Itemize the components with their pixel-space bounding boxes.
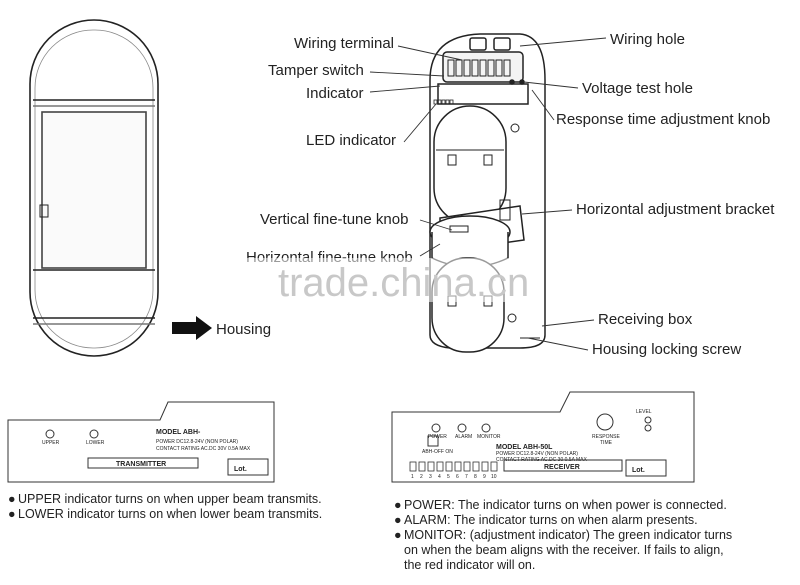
terminal-number: 4 bbox=[438, 474, 441, 480]
receiver-terminal-numbers: 1 2 3 4 5 6 7 8 9 10 bbox=[411, 474, 497, 480]
terminal-number: 2 bbox=[420, 474, 423, 480]
label-horizontal-bracket: Horizontal adjustment bracket bbox=[576, 201, 775, 218]
transmitter-power: POWER DC12.8-24V (NON POLAR) bbox=[156, 439, 238, 445]
terminal-number: 3 bbox=[429, 474, 432, 480]
housing-arrow bbox=[172, 316, 212, 340]
watermark: trade.china.cn bbox=[278, 261, 529, 305]
terminal-number: 1 bbox=[411, 474, 414, 480]
transmitter-contact: CONTACT RATING AC.DC 30V 0.5A MAX bbox=[156, 446, 251, 452]
terminal-number: 5 bbox=[447, 474, 450, 480]
note-text: POWER: The indicator turns on when power… bbox=[404, 498, 727, 512]
receiver-ind-monitor: MONITOR bbox=[477, 434, 501, 440]
receiver-response: RESPONSE bbox=[592, 434, 620, 440]
transmitter-ind-upper: UPPER bbox=[42, 440, 60, 446]
notes-transmitter: ●UPPER indicator turns on when upper bea… bbox=[8, 492, 322, 522]
note-text: MONITOR: (adjustment indicator) The gree… bbox=[404, 528, 733, 542]
note-line: ●MONITOR: (adjustment indicator) The gre… bbox=[394, 528, 732, 543]
note-text: on when the beam aligns with the receive… bbox=[404, 543, 724, 557]
transmitter-lot: Lot. bbox=[234, 466, 247, 473]
note-text: the red indicator will on. bbox=[404, 558, 536, 572]
bullet: ● bbox=[394, 528, 402, 542]
transmitter-model: MODEL ABH- bbox=[156, 429, 201, 436]
label-indicator: Indicator bbox=[306, 85, 364, 102]
receiver-ind-alarm: ALARM bbox=[455, 434, 472, 440]
label-wiring-hole: Wiring hole bbox=[610, 31, 685, 48]
terminal-number: 8 bbox=[474, 474, 477, 480]
receiver-name: RECEIVER bbox=[544, 464, 580, 471]
receiver-contact: CONTACT RATING AC.DC 30 0.5A MAX bbox=[496, 457, 588, 463]
bullet: ● bbox=[394, 513, 402, 527]
label-wiring-terminal: Wiring terminal bbox=[294, 35, 394, 52]
note-text: LOWER indicator turns on when lower beam… bbox=[18, 507, 323, 521]
note-line: ●LOWER indicator turns on when lower bea… bbox=[8, 507, 322, 522]
label-response-knob: Response time adjustment knob bbox=[556, 111, 770, 128]
terminal-number: 7 bbox=[465, 474, 468, 480]
label-receiving-box: Receiving box bbox=[598, 311, 693, 328]
terminal-number: 9 bbox=[483, 474, 486, 480]
receiver-switch: ABH-OFF ON bbox=[422, 449, 453, 455]
receiver-power: POWER DC12.8-24V (NON POLAR) bbox=[496, 451, 578, 457]
note-line: ●POWER: The indicator turns on when powe… bbox=[394, 498, 732, 513]
receiver-lot: Lot. bbox=[632, 467, 645, 474]
label-tamper-switch: Tamper switch bbox=[268, 62, 364, 79]
note-line: on when the beam aligns with the receive… bbox=[394, 543, 732, 558]
notes-receiver: ●POWER: The indicator turns on when powe… bbox=[394, 498, 732, 573]
transmitter-name: TRANSMITTER bbox=[116, 461, 166, 468]
note-line: ●ALARM: The indicator turns on when alar… bbox=[394, 513, 732, 528]
note-text: UPPER indicator turns on when upper beam… bbox=[18, 492, 322, 506]
label-housing-screw: Housing locking screw bbox=[592, 341, 741, 358]
receiver-model: MODEL ABH-50L bbox=[496, 444, 553, 451]
transmitter-panel bbox=[7, 401, 275, 483]
label-housing: Housing bbox=[216, 321, 271, 338]
bullet: ● bbox=[8, 507, 16, 521]
watermark-backdrop bbox=[230, 258, 530, 302]
label-vertical-knob: Vertical fine-tune knob bbox=[260, 211, 408, 228]
housing-illustration bbox=[29, 19, 159, 357]
receiver-panel bbox=[391, 391, 695, 483]
receiver-time: TIME bbox=[600, 440, 613, 446]
terminal-number: 6 bbox=[456, 474, 459, 480]
terminal-number: 10 bbox=[491, 474, 497, 480]
note-line: ●UPPER indicator turns on when upper bea… bbox=[8, 492, 322, 507]
bullet: ● bbox=[8, 492, 16, 506]
note-text: ALARM: The indicator turns on when alarm… bbox=[404, 513, 698, 527]
transmitter-ind-lower: LOWER bbox=[86, 440, 105, 446]
receiver-ind-power: POWER bbox=[428, 434, 447, 440]
label-voltage-test-hole: Voltage test hole bbox=[582, 80, 693, 97]
note-line: the red indicator will on. bbox=[394, 558, 732, 573]
label-led-indicator: LED indicator bbox=[306, 132, 396, 149]
leader-lines bbox=[369, 37, 607, 351]
receiver-level: LEVEL bbox=[636, 409, 652, 415]
bullet: ● bbox=[394, 498, 402, 512]
